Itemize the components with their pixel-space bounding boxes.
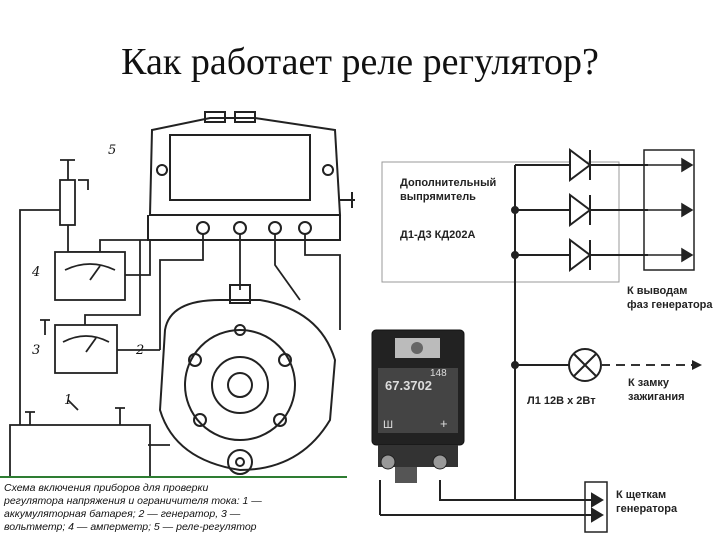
generator-2: [158, 284, 337, 475]
label-5: 5: [108, 143, 116, 158]
phases-label-2: фаз генератора: [627, 299, 713, 311]
rectifier-label-2: выпрямитель: [400, 191, 476, 203]
phases-label-1: К выводам: [627, 285, 687, 297]
caption-line-4: вольтметр; 4 — амперметр; 5 — реле-регул…: [4, 521, 257, 533]
regulator-num: 148: [430, 368, 447, 379]
label-4: 4: [31, 265, 40, 280]
label-3: 3: [32, 343, 40, 358]
diode-d1-icon: [569, 148, 592, 182]
left-caption: Схема включения приборов для проверки ре…: [3, 482, 262, 533]
regulator-model: 67.3702: [385, 378, 432, 393]
diode-d2-icon: [569, 193, 592, 227]
caption-line-3: аккумуляторная батарея; 2 — генератор, 3…: [4, 508, 241, 520]
brushes-label-2: генератора: [616, 503, 678, 515]
lamp-label: Л1 12В х 2Вт: [527, 395, 596, 407]
caption-line-1: Схема включения приборов для проверки: [4, 482, 208, 494]
ignition-label-1: К замку: [628, 377, 670, 389]
relay-regulator-5: [147, 111, 355, 241]
left-number-labels: 5 4 3 2 1: [31, 143, 144, 408]
left-wiring: [9, 159, 341, 478]
slide-title: Как работает реле регулятор?: [121, 41, 599, 83]
diode-d3-icon: [569, 238, 592, 272]
rectifier-box: [381, 161, 620, 283]
caption-line-2: регулятора напряжения и ограничителя ток…: [3, 495, 262, 507]
diodes-label: Д1-Д3 КД202А: [400, 229, 476, 241]
ignition-label-2: зажигания: [628, 391, 685, 403]
phase-arrows: [643, 149, 695, 271]
brushes-label-1: К щеткам: [616, 489, 666, 501]
regulator-67-3702: 67.3702 148 Ш +: [371, 329, 465, 483]
right-labels: Дополнительный выпрямитель Д1-Д3 КД202А …: [400, 177, 713, 515]
regulator-plus: +: [440, 416, 448, 431]
brushes-arrows: [379, 480, 608, 533]
label-1: 1: [64, 393, 72, 408]
rectifier-label-1: Дополнительный: [400, 177, 496, 189]
label-2: 2: [135, 343, 144, 358]
ignition-arrow-icon: [692, 360, 702, 370]
regulator-sh: Ш: [383, 419, 393, 431]
lamp-l1-icon: [568, 348, 602, 382]
